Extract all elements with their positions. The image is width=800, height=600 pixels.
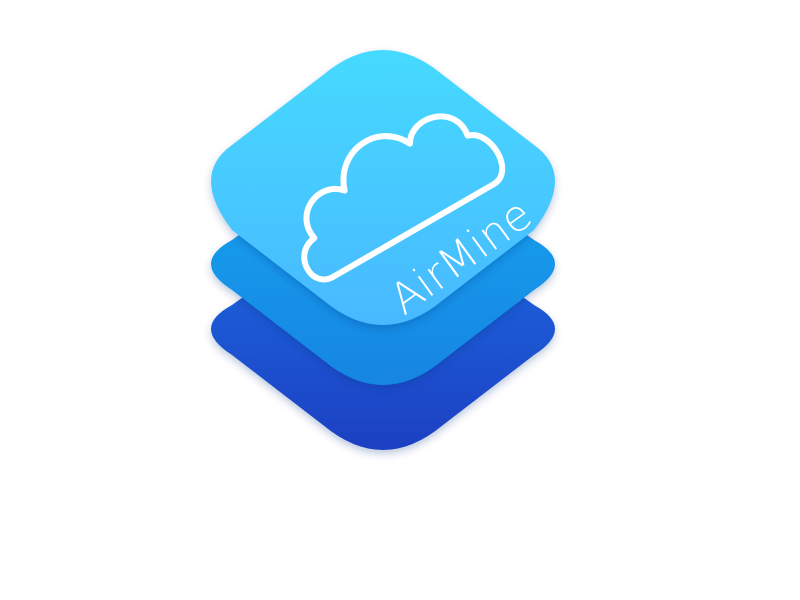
top-layer [211,50,555,325]
cloud-icon [301,113,506,283]
cloud-outline [301,113,506,283]
